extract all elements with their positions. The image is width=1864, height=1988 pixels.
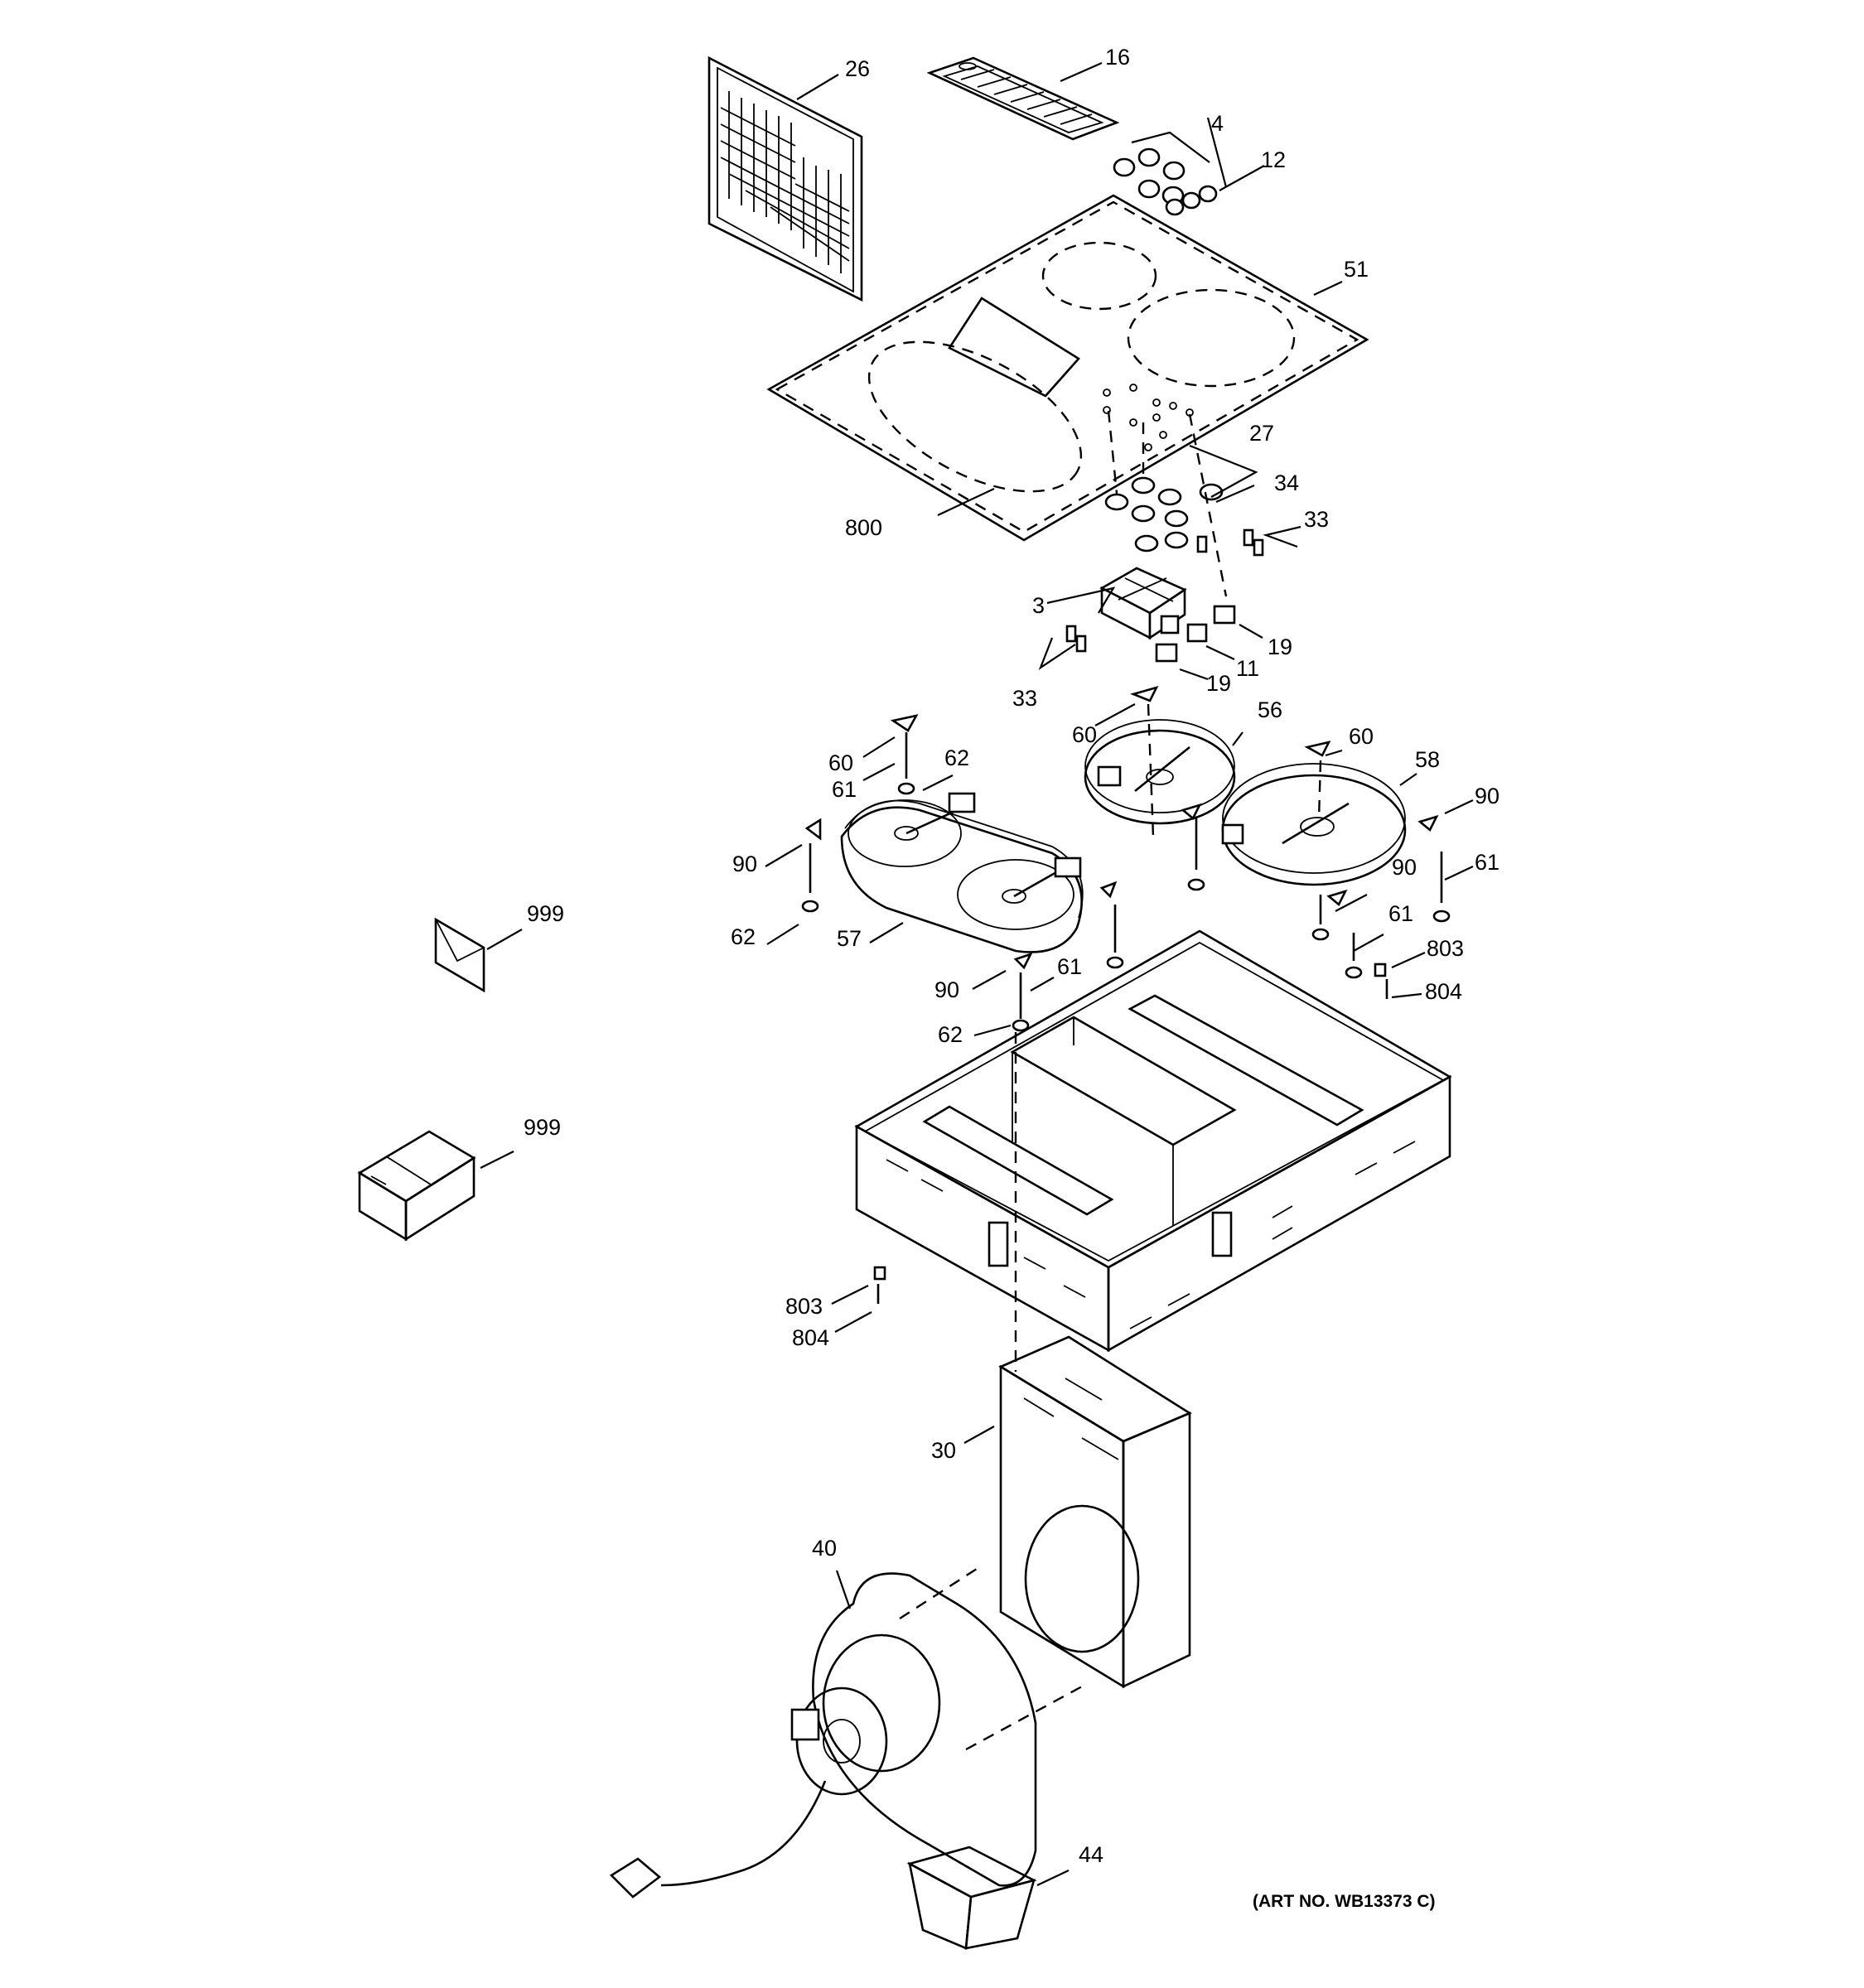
callout-33-upper: 33 [1304,507,1329,532]
part-40-blower-motor [609,1566,1083,1899]
callout-30: 30 [931,1438,956,1463]
part-58-large-radiant-element [1221,763,1407,886]
callout-12: 12 [1261,147,1286,172]
callout-40: 40 [812,1536,837,1561]
part-26-filter-mesh [707,55,863,302]
callout-11: 11 [1236,656,1259,681]
callout-999-box: 999 [524,1115,561,1140]
callout-803-left: 803 [785,1294,823,1319]
callout-804-left: 804 [792,1325,829,1350]
callout-90-bottom: 90 [934,977,959,1002]
callout-804-right: 804 [1425,979,1462,1004]
callout-61-left: 61 [832,777,857,802]
callout-19-lower: 19 [1206,671,1231,696]
callout-19-right: 19 [1268,635,1292,659]
callout-labels: 26 16 4 12 51 27 34 800 33 3 19 11 19 33… [524,45,1499,1911]
callout-90-right: 90 [1475,784,1499,808]
callout-90-left: 90 [732,852,757,876]
callout-90-center: 90 [1392,855,1417,880]
callout-57: 57 [837,926,862,951]
part-90-61-62-mounting-hardware [801,803,1451,1304]
callout-999-envelope: 999 [527,901,564,926]
callout-58: 58 [1415,747,1440,772]
callout-56: 56 [1258,697,1282,722]
callout-800: 800 [845,515,882,540]
part-56-small-radiant-element [1084,719,1236,825]
part-30-blower-duct [998,1335,1192,1689]
callout-44: 44 [1079,1842,1103,1867]
callout-34: 34 [1274,470,1299,495]
art-number: (ART NO. WB13373 C) [1253,1892,1436,1911]
callout-62-top: 62 [944,746,969,770]
callout-61-bottom: 61 [1057,954,1082,979]
leader-lines [480,61,1474,1886]
part-57-bridge-element [840,792,1084,953]
callout-803-right: 803 [1427,936,1464,961]
callout-27: 27 [1249,421,1274,446]
callout-61-center: 61 [1388,901,1413,926]
callout-3: 3 [1032,593,1045,618]
callout-60-right: 60 [1349,724,1374,749]
callout-60-left: 60 [828,750,853,775]
part-60-clip-a [1129,685,1159,837]
callout-16: 16 [1105,45,1130,70]
part-44-transition-duct [906,1846,1037,1950]
part-60-clip-c [890,714,919,795]
part-4-control-knobs [1113,147,1186,205]
part-16-vent-grille [926,56,1120,141]
callout-26: 26 [845,56,870,81]
part-27-34-knob-bezels [1104,410,1228,597]
part-chassis-box [854,929,1452,1372]
part-19-11-switch-components [1155,605,1236,663]
callout-33-lower: 33 [1012,686,1037,711]
part-12-knob-rings [1165,185,1218,216]
part-3-infinite-switches [1099,567,1187,640]
callout-62-left: 62 [731,924,756,949]
part-999-box [357,1130,476,1242]
part-999-envelope [434,917,485,993]
callout-62-bottom: 62 [938,1022,963,1047]
callout-51: 51 [1344,257,1369,282]
callout-61-right: 61 [1475,850,1499,875]
callout-60-center: 60 [1072,722,1097,747]
part-60-clip-b [1304,741,1331,821]
part-51-glass-cooktop [766,194,1369,542]
callout-4: 4 [1211,111,1224,136]
part-33-indicator-lights [1065,528,1264,653]
